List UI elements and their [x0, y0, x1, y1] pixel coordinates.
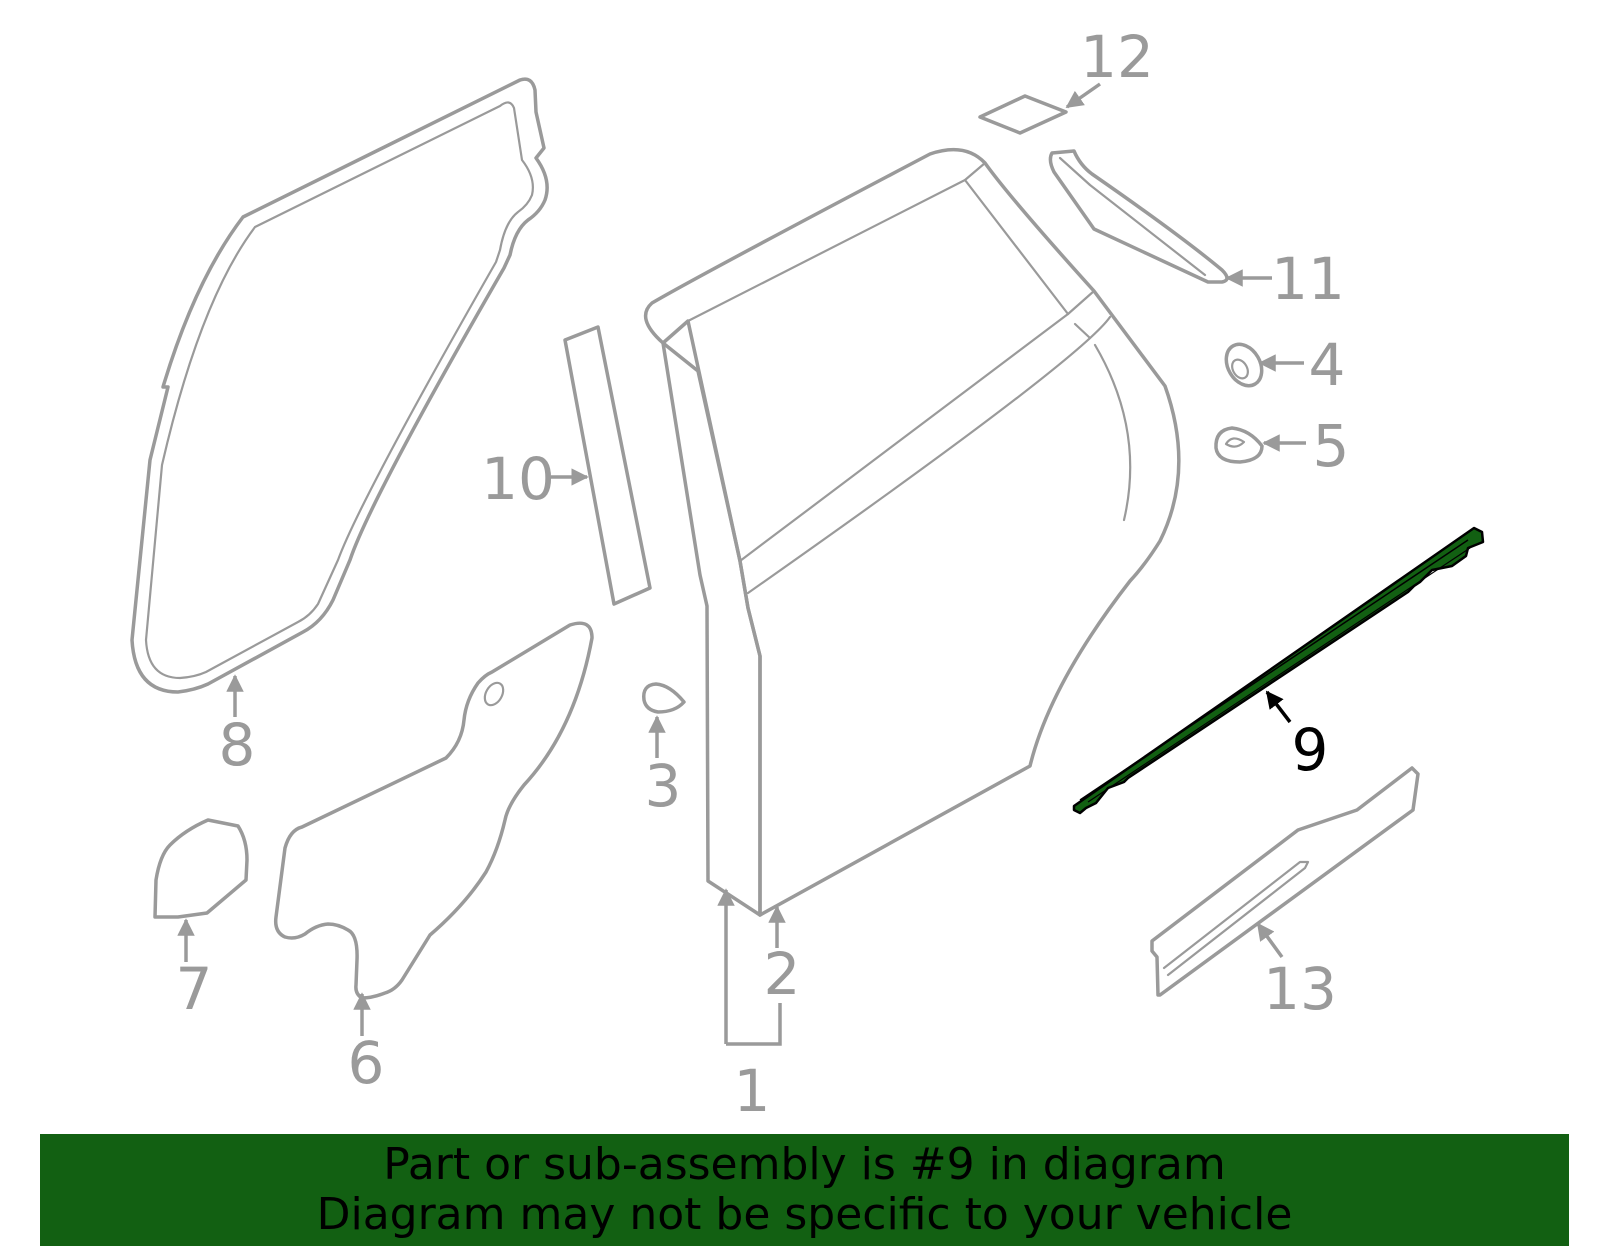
- info-banner: Part or sub-assembly is #9 in diagram Di…: [40, 1134, 1569, 1246]
- part-11-trim: [1048, 149, 1229, 284]
- part-1-2-door-shell: [643, 147, 1181, 917]
- part-5-plug: [1214, 426, 1264, 464]
- banner-line-2: Diagram may not be specific to your vehi…: [316, 1189, 1293, 1240]
- part-8-weatherstrip: [130, 77, 549, 694]
- callout-1: 1: [734, 1057, 771, 1125]
- part-9-highlighted: [1072, 526, 1485, 815]
- part-13-moulding: [1150, 766, 1420, 997]
- part-6-water-shield: [273, 621, 594, 1000]
- callout-9-highlighted: 9: [1292, 716, 1329, 784]
- callout-12: 12: [1080, 23, 1154, 91]
- callout-3: 3: [645, 752, 682, 820]
- part-10-applique: [563, 325, 652, 606]
- callout-2: 2: [764, 940, 801, 1008]
- callout-7: 7: [176, 955, 213, 1023]
- part-12-pad: [978, 94, 1068, 135]
- banner-line-1: Part or sub-assembly is #9 in diagram: [383, 1139, 1226, 1190]
- callout-13: 13: [1263, 955, 1337, 1023]
- callout-6: 6: [348, 1029, 385, 1097]
- callout-4: 4: [1309, 331, 1346, 399]
- part-4-grommet: [1224, 342, 1264, 388]
- part-3-clip: [642, 682, 686, 714]
- part-7-pad: [153, 818, 249, 919]
- callout-10: 10: [481, 445, 555, 513]
- callout-11: 11: [1271, 245, 1345, 313]
- callout-5: 5: [1313, 412, 1350, 480]
- callout-8: 8: [219, 711, 256, 779]
- leader-lines: [177, 82, 1306, 1046]
